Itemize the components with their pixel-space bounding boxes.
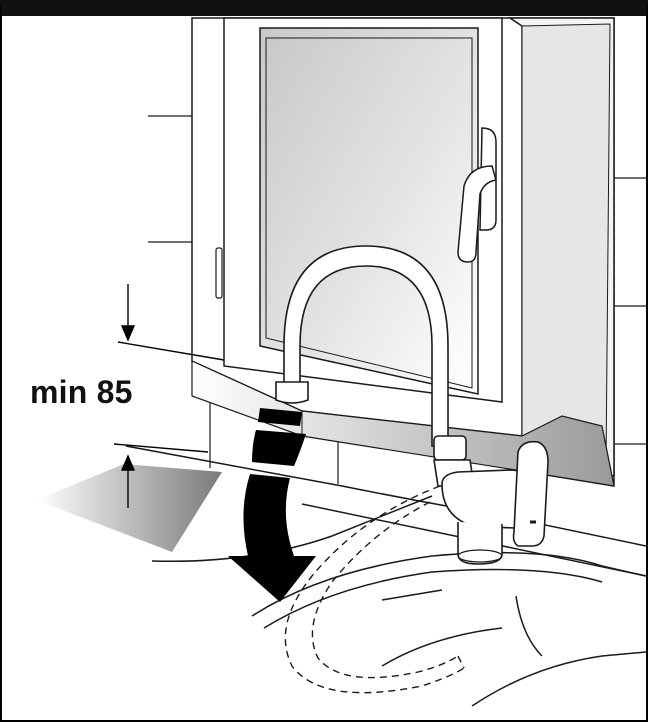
curved-downward-arrow-icon (228, 408, 316, 602)
vertical-dimension-arrows-icon (113, 284, 225, 508)
faucet-swung-position (284, 485, 465, 694)
dimension-label: min 85 (30, 374, 133, 410)
window-hinge (215, 247, 223, 299)
faucet (275, 245, 549, 565)
faucet-aerator (275, 381, 309, 404)
window-handle-lever (457, 165, 497, 263)
floor-shadow (36, 464, 222, 552)
faucet-base (457, 522, 503, 565)
spout-collar (433, 435, 467, 461)
window-sill (191, 360, 615, 487)
sink-basin (251, 551, 646, 707)
faucet-lever (512, 440, 549, 547)
faucet-installation-illustration (36, 17, 646, 707)
